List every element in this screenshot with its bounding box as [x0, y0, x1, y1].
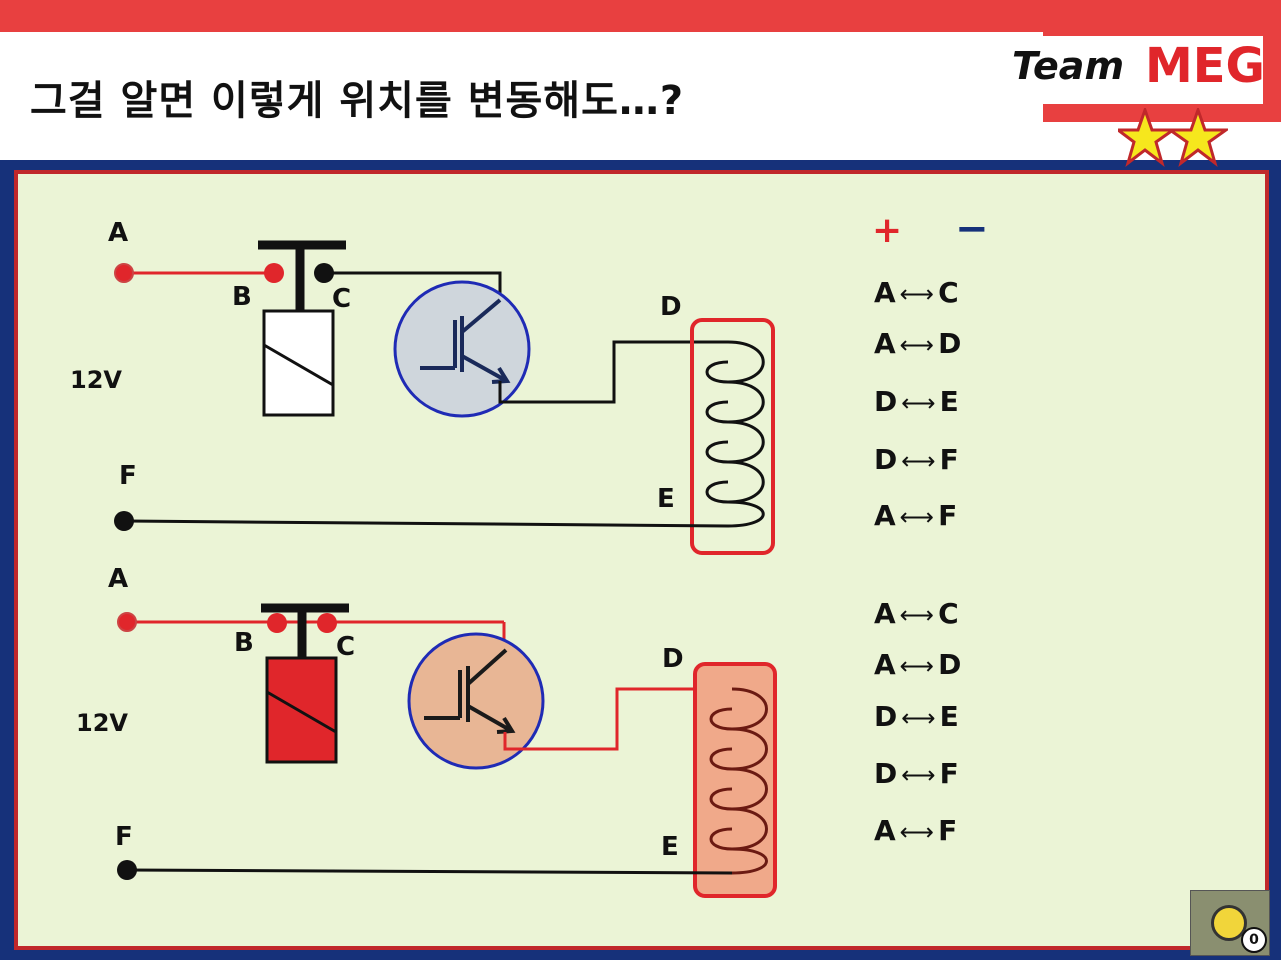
- top-circuit: [114, 240, 775, 555]
- pair-row: A⟷D: [874, 327, 962, 360]
- top-relay-diag: [263, 343, 334, 387]
- bottom-transistor: [407, 632, 545, 770]
- bottom-wire-f-e: [126, 868, 733, 875]
- double-arrow-icon: ⟷: [899, 652, 935, 680]
- bottom-terminal-c: [317, 613, 337, 633]
- bottom-terminal-a: [117, 612, 137, 632]
- top-label-d: D: [660, 292, 682, 322]
- logo-background: [1005, 36, 1263, 104]
- bottom-relay-box: [265, 656, 338, 764]
- top-terminal-b: [264, 263, 284, 283]
- bottom-label-e: E: [661, 832, 679, 862]
- top-wire-f-e: [123, 519, 729, 528]
- timer-number: 0: [1241, 927, 1267, 953]
- bottom-coil-frame: [693, 662, 777, 898]
- double-arrow-icon: ⟷: [899, 280, 935, 308]
- pair-row: D⟷E: [874, 385, 959, 418]
- star-icon: [1165, 108, 1228, 167]
- bottom-label-a: A: [108, 564, 129, 594]
- top-accent-bar: [0, 0, 1281, 32]
- top-label-e: E: [657, 484, 675, 514]
- pair-row: A⟷C: [874, 597, 959, 630]
- bottom-label-d: D: [662, 644, 684, 674]
- double-arrow-icon: ⟷: [901, 389, 936, 417]
- pair-row: A⟷C: [874, 276, 959, 309]
- pair-row: A⟷D: [874, 648, 962, 681]
- bottom-wire-transistor-d: [503, 687, 732, 751]
- top-terminal-a: [114, 263, 134, 283]
- top-label-b: B: [232, 282, 252, 312]
- top-terminal-f: [114, 511, 134, 531]
- top-wire-transistor-d: [498, 340, 728, 404]
- bottom-terminal-b: [267, 613, 287, 633]
- bottom-circuit: [117, 603, 777, 898]
- top-label-a: A: [108, 218, 129, 248]
- minus-sign: −: [955, 206, 989, 252]
- pair-row: D⟷E: [874, 700, 959, 733]
- content-panel: [18, 174, 1265, 946]
- slide-title: 그걸 알면 이렇게 위치를 변동해도…?: [30, 78, 685, 124]
- pair-row: A⟷F: [874, 814, 958, 847]
- pair-row: A⟷F: [874, 499, 958, 532]
- double-arrow-icon: ⟷: [899, 601, 935, 629]
- bottom-label-b: B: [234, 628, 254, 658]
- double-arrow-icon: ⟷: [899, 818, 935, 846]
- logo-meg-text: MEG: [1145, 38, 1265, 94]
- bottom-terminal-f: [117, 860, 137, 880]
- double-arrow-icon: ⟷: [901, 704, 936, 732]
- bottom-relay-diag: [266, 690, 337, 734]
- top-wire-c-transistor: [324, 271, 502, 296]
- top-label-f: F: [119, 461, 137, 491]
- bottom-label-c: C: [336, 632, 356, 662]
- double-arrow-icon: ⟷: [899, 503, 935, 531]
- top-relay-box: [262, 309, 335, 417]
- double-arrow-icon: ⟷: [901, 447, 936, 475]
- bottom-voltage-label: 12V: [76, 709, 128, 737]
- top-voltage-label: 12V: [70, 366, 122, 394]
- pair-row: D⟷F: [874, 757, 959, 790]
- top-coil-frame: [690, 318, 775, 555]
- logo-stars: [1118, 108, 1228, 167]
- plus-sign: +: [872, 210, 903, 251]
- bottom-label-f: F: [115, 822, 133, 852]
- pair-row: D⟷F: [874, 443, 959, 476]
- top-label-c: C: [332, 284, 352, 314]
- double-arrow-icon: ⟷: [901, 761, 936, 789]
- stopwatch-icon[interactable]: 0: [1190, 890, 1270, 956]
- star-icon: [1118, 108, 1178, 167]
- double-arrow-icon: ⟷: [899, 331, 935, 359]
- logo-team-text: Team: [1012, 44, 1125, 88]
